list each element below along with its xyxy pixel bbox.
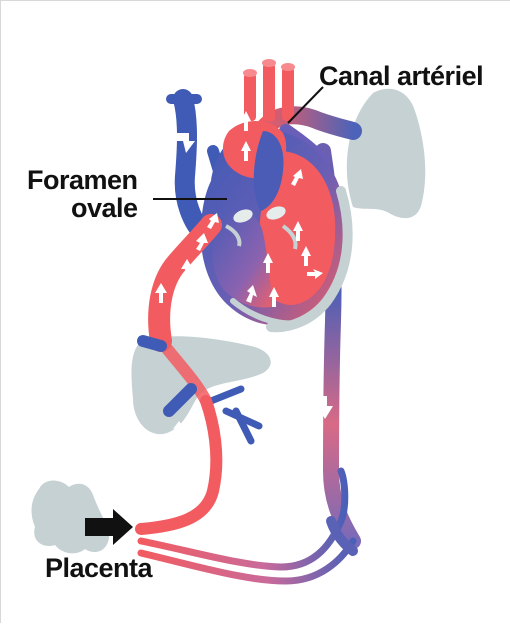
label-canal-arteriel: Canal artériel bbox=[319, 61, 483, 92]
label-foramen-ovale-line1: Foramen bbox=[27, 166, 138, 194]
great-vessel-2 bbox=[263, 63, 275, 121]
superior-vena-cava bbox=[183, 99, 203, 233]
lung-shape bbox=[347, 89, 425, 218]
label-placenta: Placenta bbox=[45, 553, 152, 584]
placenta-shape bbox=[32, 481, 110, 554]
great-vessel-3 bbox=[282, 67, 294, 121]
label-foramen-ovale-line2: ovale bbox=[71, 194, 138, 222]
